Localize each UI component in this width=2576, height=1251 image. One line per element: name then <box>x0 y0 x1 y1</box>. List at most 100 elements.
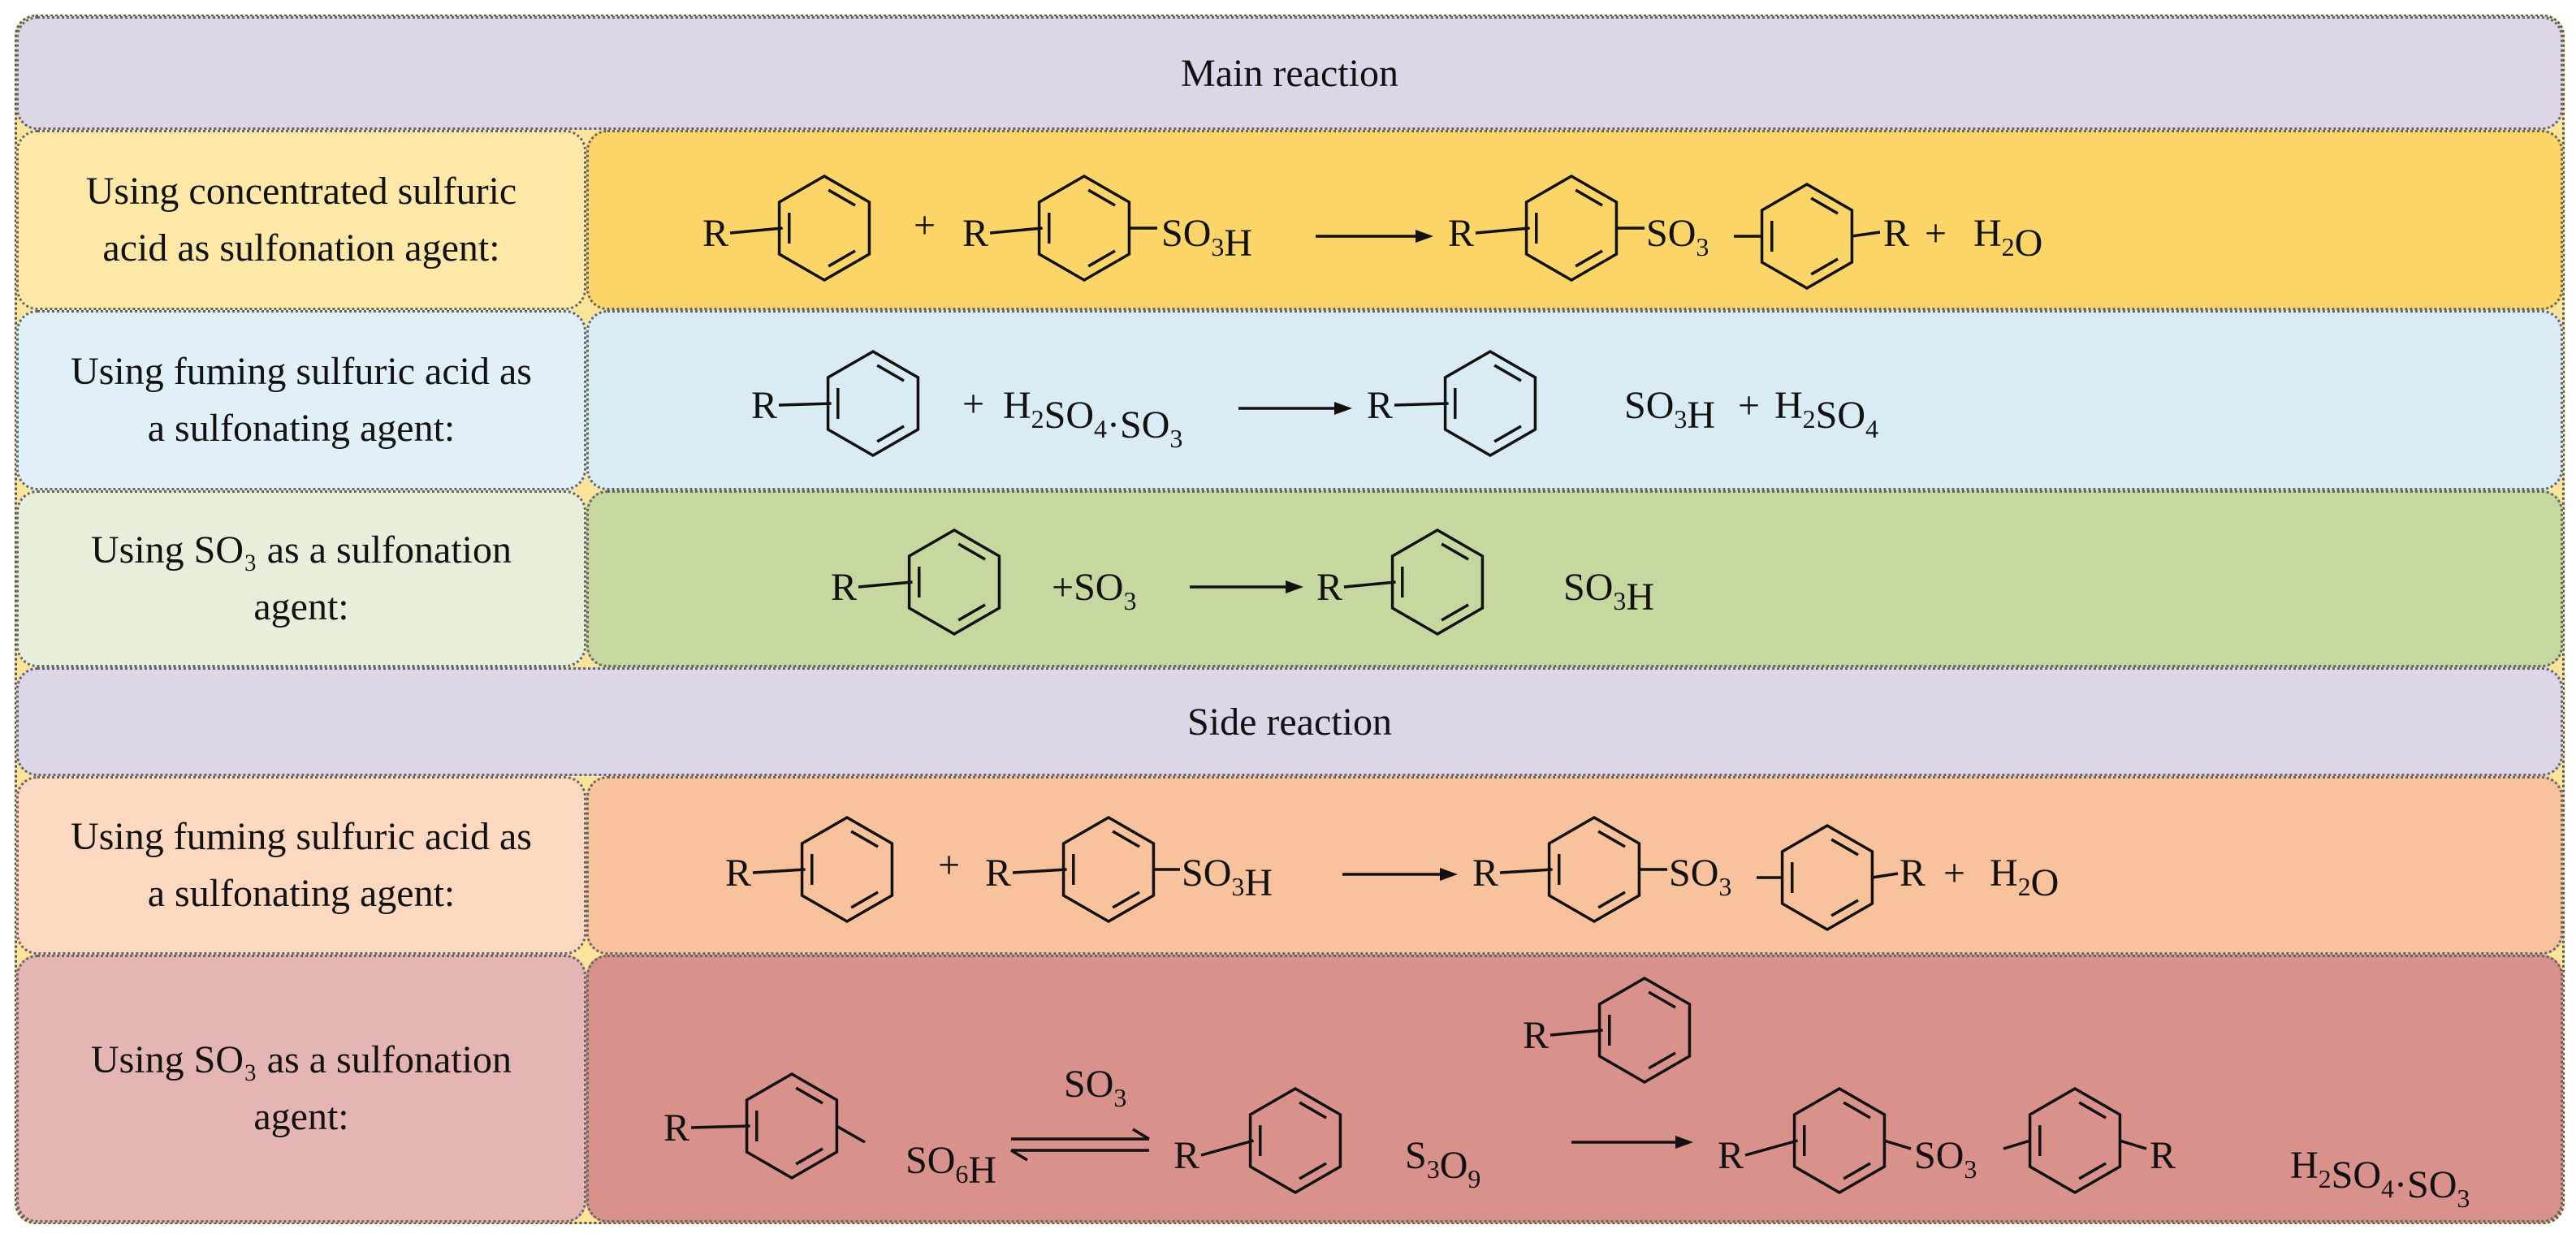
r-group: R <box>1448 212 1474 255</box>
single-bond <box>1851 231 1881 238</box>
benzene-ring <box>1390 528 1485 636</box>
double-bond <box>1843 1101 1871 1119</box>
sulfuric-acid: H2SO4 <box>1774 384 1878 443</box>
side-reaction-title: Side reaction <box>1187 700 1392 744</box>
single-bond <box>2119 1139 2147 1150</box>
single-bond <box>1871 872 1899 879</box>
benzene-ring <box>1248 1086 1342 1195</box>
benzene-ring <box>907 528 1001 636</box>
double-bond <box>850 891 879 909</box>
label-fuming-side-text: Using fuming sulfuric acid as a sulfonat… <box>71 809 532 922</box>
benzene-ring <box>1524 174 1619 283</box>
double-bond <box>1830 899 1859 917</box>
label-line: a sulfonating agent: <box>147 872 456 915</box>
single-bond <box>752 868 806 874</box>
benzene-ring <box>1597 976 1692 1085</box>
label-line: agent: <box>253 585 349 628</box>
arrow-head <box>1334 402 1352 415</box>
fuming-sulfuric-acid: H2SO4·SO3 <box>1003 384 1182 453</box>
arrow-head <box>1440 868 1458 881</box>
double-bond <box>1648 1051 1676 1070</box>
single-bond <box>989 226 1043 235</box>
double-bond <box>876 425 905 443</box>
double-bond <box>828 188 856 207</box>
side-reaction-header: Side reaction <box>16 667 2563 776</box>
plus-sign: + <box>938 843 960 886</box>
double-bond <box>2078 1101 2107 1119</box>
double-bond <box>795 1147 823 1166</box>
plus-sign: + <box>1738 384 1760 427</box>
sulfonic-acid: SO3H <box>1182 852 1273 904</box>
sulfur-trioxide: +SO3 <box>1052 566 1136 615</box>
label-conc-sulfuric-text: Using concentrated sulfuric acid as sulf… <box>86 163 516 277</box>
benzene-ring <box>1792 1086 1887 1195</box>
double-bond <box>1441 603 1469 622</box>
r-group: R <box>1472 852 1498 895</box>
benzene-ring <box>777 174 871 283</box>
double-bond <box>1493 425 1522 443</box>
double-bond <box>1087 249 1116 268</box>
r-group: R <box>725 852 751 895</box>
double-bond <box>1810 257 1839 276</box>
r-group: R <box>663 1106 689 1150</box>
label-so3-side: Using SO₃ as a sulfonation agent: <box>16 955 586 1223</box>
double-bond <box>1299 1101 1327 1119</box>
benzene-ring <box>1780 823 1874 932</box>
single-bond <box>1200 1139 1255 1157</box>
plus-sign: + <box>1943 852 1965 895</box>
equilibrium-reverse-head <box>1010 1149 1028 1162</box>
label-fuming-main-text: Using fuming sulfuric acid as a sulfonat… <box>71 343 532 457</box>
benzene-ring <box>2028 1086 2122 1195</box>
label-line: Using SO₃ as a sulfonation <box>90 528 512 572</box>
benzene-ring <box>800 815 894 924</box>
double-bond <box>957 542 986 561</box>
water: H2O <box>1973 212 2042 265</box>
double-bond <box>876 364 905 382</box>
single-bond <box>858 580 913 589</box>
sulfonic-acid: SO3H <box>1624 384 1715 437</box>
double-bond <box>1112 830 1140 848</box>
label-conc-sulfuric: Using concentrated sulfuric acid as sulf… <box>16 130 586 310</box>
r-group: R <box>962 212 988 255</box>
intermediate-acid: SO6H <box>905 1139 996 1192</box>
r-group: R <box>1173 1134 1199 1177</box>
benzene-ring <box>1037 174 1131 283</box>
single-bond <box>1012 868 1067 874</box>
plus-sign: + <box>962 382 984 425</box>
double-bond <box>850 830 879 848</box>
plus-sign: + <box>914 204 936 247</box>
single-bond <box>1549 1029 1603 1037</box>
benzene-ring <box>1061 815 1156 924</box>
main-reaction-title: Main reaction <box>1181 51 1398 95</box>
single-bond <box>1744 1139 1799 1157</box>
double-bond <box>828 249 856 268</box>
double-bond <box>1597 830 1626 848</box>
benzene-ring <box>745 1072 839 1180</box>
r-group: R <box>1900 852 1926 895</box>
single-bond <box>2003 1139 2031 1150</box>
single-bond <box>1394 402 1449 407</box>
label-line: Using concentrated sulfuric <box>85 170 517 213</box>
double-bond <box>2078 1162 2107 1180</box>
sulfur-trioxide: SO3 <box>1064 1063 1126 1112</box>
fuming-sulfuric-acid: H2SO4·SO3 <box>2290 1144 2470 1213</box>
double-bond <box>1441 542 1469 561</box>
arrow-head <box>1286 580 1303 593</box>
benzene-ring <box>826 349 920 458</box>
double-bond <box>1575 249 1603 268</box>
double-bond <box>1810 196 1839 215</box>
label-fuming-main: Using fuming sulfuric acid as a sulfonat… <box>16 310 586 490</box>
r-group: R <box>702 212 728 255</box>
single-bond <box>1883 1139 1912 1150</box>
r-group: R <box>985 852 1011 895</box>
r-group: R <box>1883 212 1909 255</box>
label-fuming-side: Using fuming sulfuric acid as a sulfonat… <box>16 776 586 955</box>
double-bond <box>1597 891 1626 909</box>
r-group: R <box>1316 566 1342 609</box>
label-so3-main-text: Using SO₃ as a sulfonation agent: <box>91 522 512 636</box>
